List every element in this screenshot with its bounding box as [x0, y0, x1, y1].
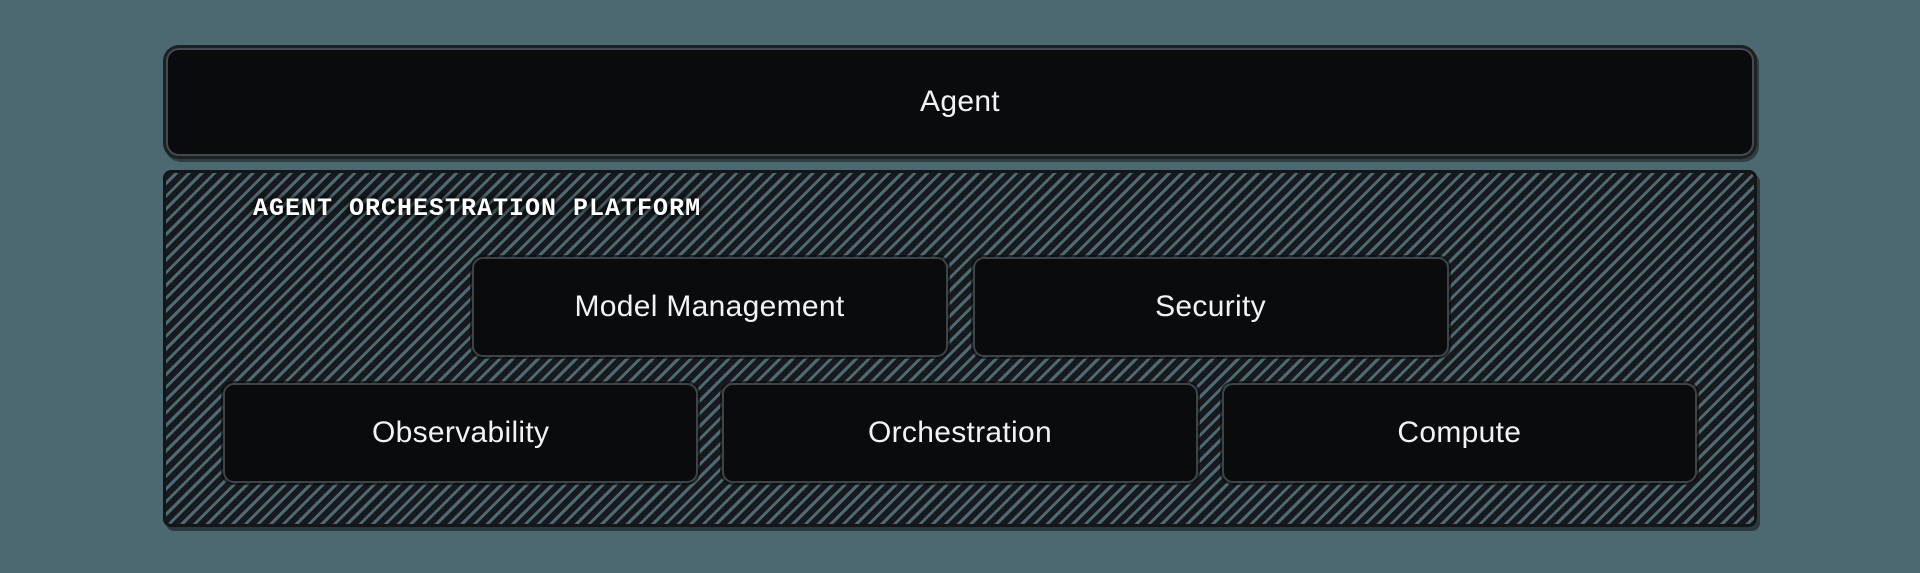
box-model-management: Model Management [471, 257, 948, 357]
box-security-label: Security [1155, 290, 1266, 323]
box-compute: Compute [1221, 383, 1697, 483]
platform-row-2: Observability Orchestration Compute [223, 383, 1697, 483]
box-security: Security [972, 257, 1449, 357]
box-observability: Observability [223, 383, 699, 483]
agent-box-label: Agent [920, 85, 1000, 118]
platform-label: AGENT ORCHESTRATION PLATFORM [253, 194, 702, 223]
box-orchestration-label: Orchestration [868, 416, 1052, 449]
box-orchestration: Orchestration [722, 383, 1198, 483]
platform-row-1: Model Management Security [223, 257, 1697, 357]
platform-container: AGENT ORCHESTRATION PLATFORM Model Manag… [163, 170, 1757, 527]
box-observability-label: Observability [372, 416, 550, 449]
box-model-management-label: Model Management [574, 290, 845, 323]
agent-box: Agent [166, 48, 1754, 156]
box-compute-label: Compute [1397, 416, 1522, 449]
